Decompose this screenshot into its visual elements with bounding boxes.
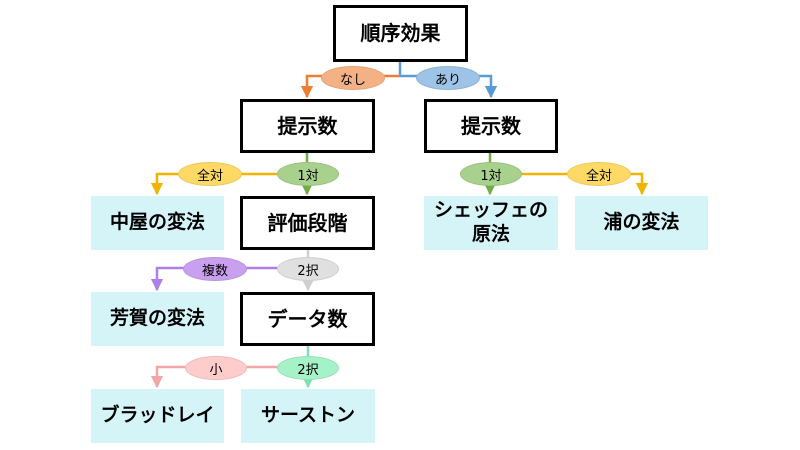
label-sho: 小 xyxy=(185,356,247,380)
leaf-nakaya-method: 中屋の変法 xyxy=(91,196,224,250)
leaf-scheffe-original: シェッフェの 原法 xyxy=(424,196,558,250)
label-zentai-left: 全対 xyxy=(178,162,242,186)
leaf-bradley: ブラッドレイ xyxy=(91,389,224,443)
scheffe-line-2: 原法 xyxy=(471,223,510,245)
label-fukusu: 複数 xyxy=(183,257,247,281)
node-presentation-count-right: 提示数 xyxy=(424,99,558,153)
edge-sho xyxy=(150,365,308,389)
label-ittai-left: 1対 xyxy=(277,162,339,186)
label-ittai-right: 1対 xyxy=(460,162,522,186)
leaf-ura-method: 浦の変法 xyxy=(575,196,708,250)
label-nitaku-1: 2択 xyxy=(277,257,339,281)
edge-fukusu xyxy=(150,266,308,292)
scheffe-line-1: シェッフェの xyxy=(433,199,548,222)
label-nashi: なし xyxy=(321,66,385,90)
node-data-count: データ数 xyxy=(240,292,375,346)
label-zentai-right: 全対 xyxy=(567,162,631,186)
node-order-effect: 順序効果 xyxy=(333,5,468,62)
leaf-haga-method: 芳賀の変法 xyxy=(91,292,224,346)
label-ari: あり xyxy=(416,66,480,90)
leaf-thurstone: サーストン xyxy=(241,389,375,443)
node-scale-steps: 評価段階 xyxy=(240,196,375,250)
edge-zentai-left xyxy=(150,172,307,196)
label-nitaku-2: 2択 xyxy=(277,356,339,380)
edge-zentai-right xyxy=(490,172,649,196)
node-presentation-count-left: 提示数 xyxy=(240,99,375,153)
